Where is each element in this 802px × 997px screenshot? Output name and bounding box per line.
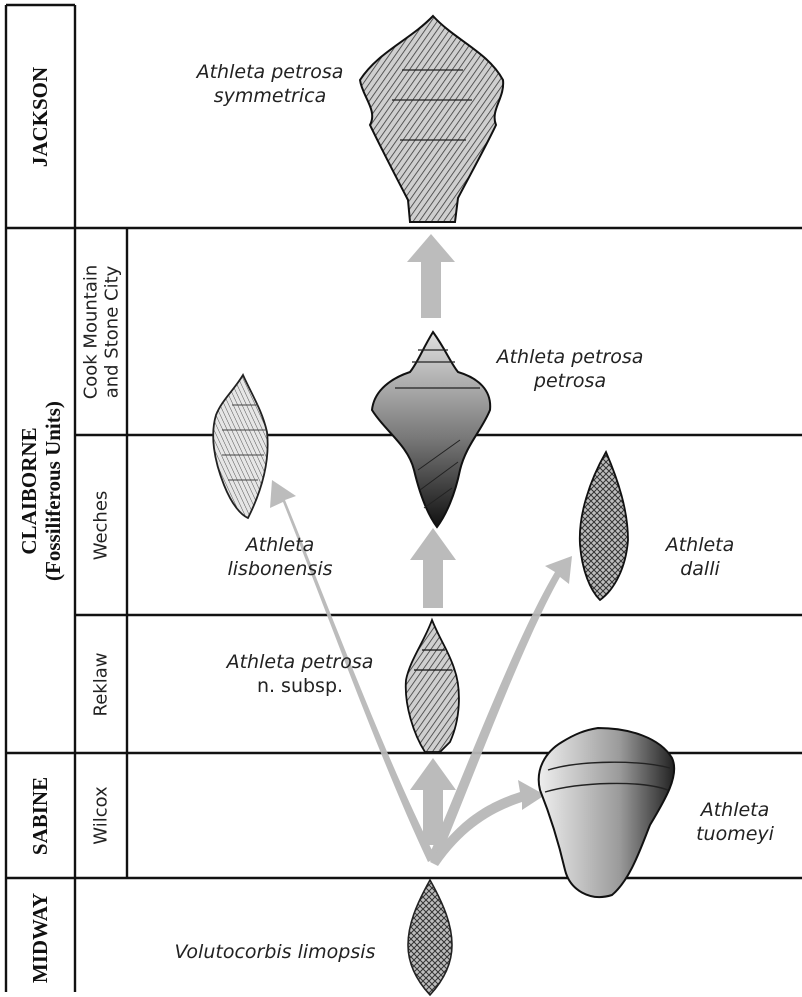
unit-label-weches: Weches bbox=[75, 435, 127, 615]
species-label-nsubsp: Athleta petrosa n. subsp. bbox=[210, 650, 390, 698]
shell-nsubsp bbox=[406, 620, 459, 752]
shell-lisbonensis bbox=[213, 375, 267, 518]
nsubsp-line1: Athleta petrosa bbox=[210, 650, 390, 674]
group-label-sabine: SABINE bbox=[6, 753, 75, 878]
unit-label-weches-text: Weches bbox=[91, 490, 112, 560]
dalli-line2: dalli bbox=[650, 557, 750, 581]
lisbonensis-line2: lisbonensis bbox=[210, 557, 350, 581]
cook-mountain-line2: and Stone City bbox=[101, 264, 122, 399]
cook-mountain-line1: Cook Mountain bbox=[80, 264, 101, 399]
lisbonensis-line1: Athleta bbox=[210, 533, 350, 557]
group-label-midway-text: MIDWAY bbox=[29, 892, 53, 982]
group-label-jackson: JACKSON bbox=[6, 5, 75, 228]
group-label-jackson-text: JACKSON bbox=[29, 66, 53, 166]
claiborne-line1: CLAIBORNE bbox=[17, 401, 41, 581]
arrow-to-petrosa bbox=[410, 528, 456, 608]
group-label-claiborne-text: CLAIBORNE (Fossiliferous Units) bbox=[17, 401, 65, 581]
claiborne-line2: (Fossiliferous Units) bbox=[41, 401, 65, 581]
shell-symmetrica bbox=[360, 16, 503, 222]
tuomeyi-line2: tuomeyi bbox=[680, 822, 790, 846]
unit-label-cook-mountain-text: Cook Mountain and Stone City bbox=[80, 264, 122, 399]
group-label-midway: MIDWAY bbox=[6, 878, 75, 997]
nsubsp-line2: n. subsp. bbox=[210, 674, 390, 698]
shell-petrosa bbox=[372, 332, 490, 527]
unit-label-reklaw-text: Reklaw bbox=[91, 652, 112, 716]
unit-label-reklaw: Reklaw bbox=[75, 615, 127, 753]
symmetrica-line2: symmetrica bbox=[180, 84, 360, 108]
species-label-lisbonensis: Athleta lisbonensis bbox=[210, 533, 350, 581]
symmetrica-line1: Athleta petrosa bbox=[180, 60, 360, 84]
petrosa-line2: petrosa bbox=[480, 369, 660, 393]
shell-limopsis bbox=[408, 880, 452, 995]
unit-label-cook-mountain: Cook Mountain and Stone City bbox=[75, 228, 127, 435]
species-label-tuomeyi: Athleta tuomeyi bbox=[680, 798, 790, 846]
arrow-to-symmetrica bbox=[407, 234, 455, 318]
tuomeyi-line1: Athleta bbox=[680, 798, 790, 822]
group-label-sabine-text: SABINE bbox=[29, 776, 53, 854]
unit-label-wilcox: Wilcox bbox=[75, 753, 127, 878]
petrosa-line1: Athleta petrosa bbox=[480, 345, 660, 369]
unit-label-wilcox-text: Wilcox bbox=[91, 786, 112, 844]
shell-tuomeyi bbox=[539, 728, 675, 897]
species-label-dalli: Athleta dalli bbox=[650, 533, 750, 581]
group-label-claiborne: CLAIBORNE (Fossiliferous Units) bbox=[6, 228, 75, 753]
dalli-line1: Athleta bbox=[650, 533, 750, 557]
species-label-petrosa: Athleta petrosa petrosa bbox=[480, 345, 660, 393]
species-label-symmetrica: Athleta petrosa symmetrica bbox=[180, 60, 360, 108]
limopsis-line1: Volutocorbis limopsis bbox=[160, 940, 390, 964]
shell-dalli bbox=[580, 452, 628, 600]
species-label-limopsis: Volutocorbis limopsis bbox=[160, 940, 390, 964]
